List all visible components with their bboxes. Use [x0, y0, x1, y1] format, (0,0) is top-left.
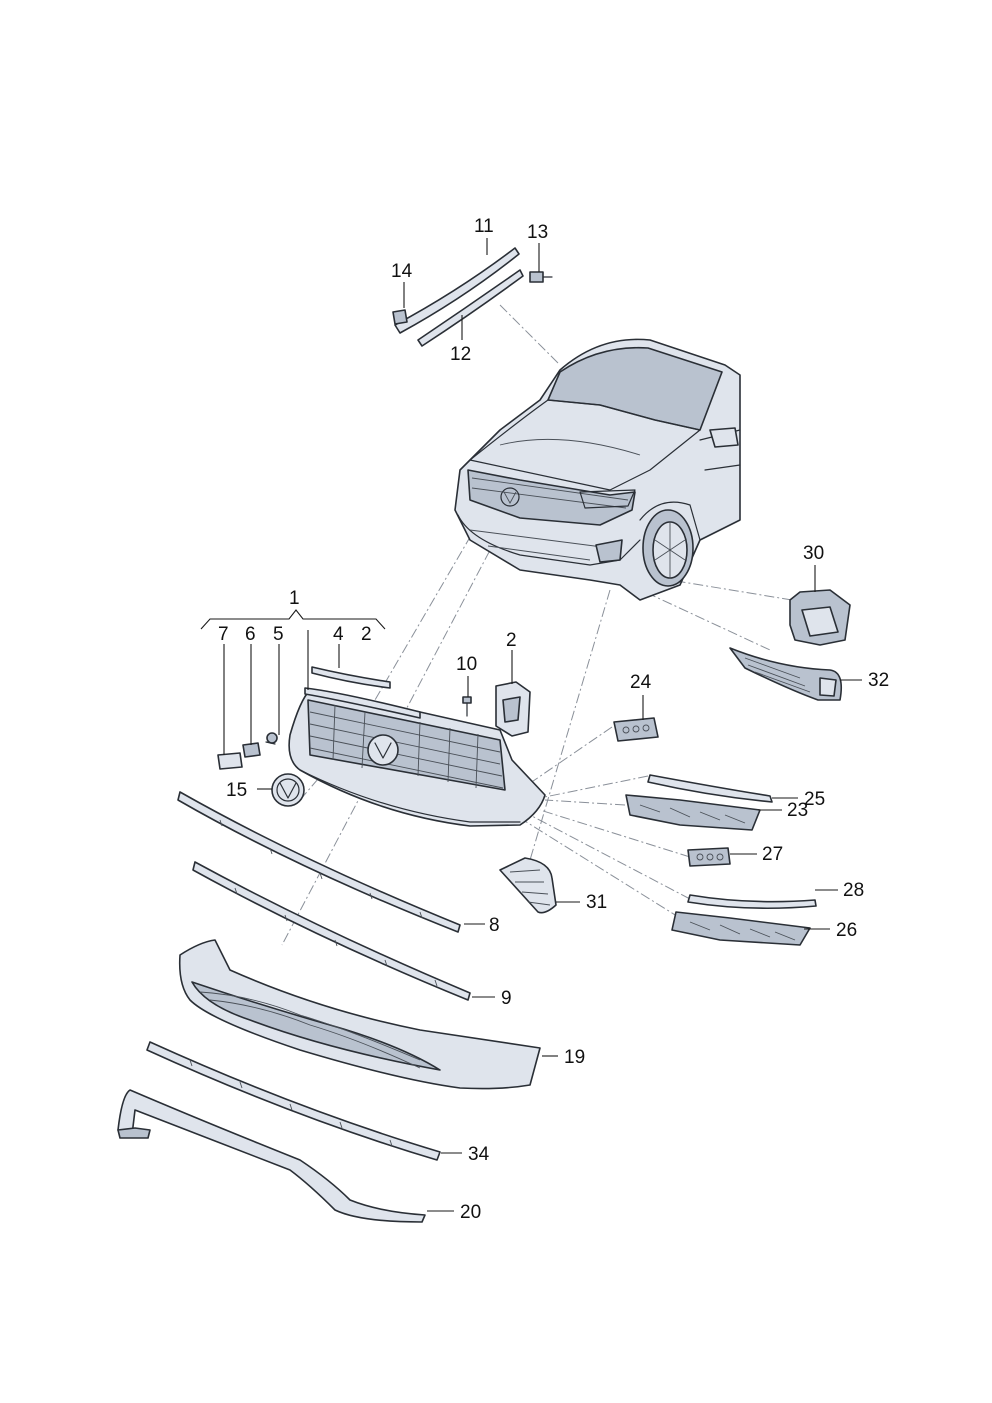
part-30-fog-lamp-housing — [789, 589, 851, 646]
callout-2-upper: 2 — [361, 624, 372, 645]
part-2-bracket — [495, 681, 531, 737]
callout-15: 15 — [226, 780, 247, 801]
part-4-trim-strip — [311, 666, 391, 689]
part-31-air-inlet — [499, 857, 557, 914]
part-23-grille-trim — [625, 794, 761, 831]
part-34-trim-strip — [146, 1041, 441, 1161]
callout-11: 11 — [474, 216, 494, 237]
callout-34: 34 — [468, 1144, 490, 1165]
callout-4: 4 — [333, 624, 344, 645]
callout-labels: 1 7 6 5 4 2 11 13 14 12 2 10 15 8 9 19 3… — [218, 216, 889, 1223]
part-9-trim-strip — [192, 861, 471, 1001]
callout-27: 27 — [762, 844, 783, 865]
vehicle-illustration — [454, 338, 741, 601]
part-15-emblem — [271, 773, 305, 807]
assignment-lines — [281, 304, 793, 946]
part-6-clip — [242, 742, 261, 758]
callout-10: 10 — [456, 654, 477, 675]
callout-28: 28 — [843, 880, 864, 901]
part-32-lower-grille — [729, 647, 843, 701]
part-10-screw — [462, 696, 472, 717]
callout-32: 32 — [868, 670, 889, 691]
callout-25: 25 — [804, 789, 825, 810]
part-8-trim-strip — [177, 791, 461, 933]
part-28-trim-strip — [687, 894, 817, 910]
callout-23: 23 — [787, 800, 808, 821]
leader-lines — [200, 238, 862, 1212]
part-7-clip — [217, 752, 243, 770]
callout-1: 1 — [289, 588, 300, 609]
callout-13: 13 — [527, 222, 548, 243]
callout-19: 19 — [564, 1047, 585, 1068]
part-20-skid-trim — [117, 1089, 426, 1223]
callout-12: 12 — [450, 344, 471, 365]
part-13-clip — [529, 271, 553, 283]
callout-5: 5 — [273, 624, 284, 645]
callout-26: 26 — [836, 920, 857, 941]
part-19-bumper-cover — [178, 939, 541, 1090]
part-24-grille-insert — [613, 717, 659, 742]
callout-8: 8 — [489, 915, 500, 936]
part-26-grille-trim — [671, 911, 811, 946]
part-1-radiator-grille — [288, 687, 546, 827]
part-5-clip — [265, 732, 278, 745]
part-27-grille-insert — [687, 847, 731, 867]
part-14-clip — [392, 309, 408, 325]
callout-2-bracket: 2 — [506, 630, 517, 651]
callout-31: 31 — [586, 892, 607, 913]
callout-24: 24 — [630, 672, 652, 693]
callout-14: 14 — [391, 261, 413, 282]
part-25-trim-strip — [647, 774, 773, 803]
callout-30: 30 — [803, 543, 824, 564]
part-12-trim-strip — [417, 269, 524, 347]
callout-9: 9 — [501, 988, 512, 1009]
callout-20: 20 — [460, 1202, 481, 1223]
callout-7: 7 — [218, 624, 229, 645]
part-11-trim-strip — [394, 247, 520, 334]
callout-6: 6 — [245, 624, 256, 645]
